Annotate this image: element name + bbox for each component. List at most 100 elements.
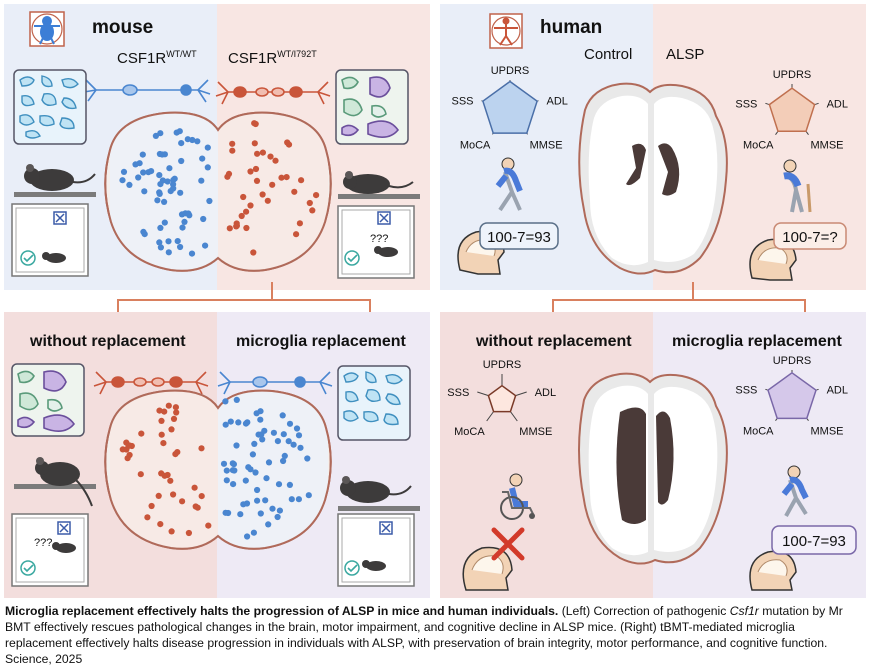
microglia-dot [189,136,196,144]
microglia-dot [164,178,171,185]
person-walking-recovered-icon [781,465,809,517]
microglia-dot [194,504,201,511]
microglia-dot [306,199,313,207]
test-text-alsp: 100-7=? [782,229,837,246]
microglia-dot [158,417,165,424]
radar-axis-label: ADL [535,387,556,399]
microglia-dot [160,440,167,447]
control-label: Control [584,46,632,63]
microglia-dot [141,188,148,195]
microglia-dot [243,224,250,232]
radar-axis-label: MoCA [743,426,774,438]
microglia-dot [148,502,155,510]
microglia-dot [158,470,165,477]
microglia-dot [295,496,302,503]
microglia-dot [264,197,271,204]
microglia-dot [226,225,233,232]
maze-test-untreated: ??? [11,513,89,587]
alsp-label: ALSP [666,46,704,63]
microglia-dot [243,500,251,507]
microglia-dot [156,172,163,179]
microglia-dot [181,218,188,225]
radar-chart-without: UPDRS ADL MMSE MoCA SSS [447,359,556,438]
microglia-dot [254,486,261,494]
radar-axis-label: MoCA [454,426,485,438]
microglia-dot [172,404,179,411]
microglia-dot [198,493,205,500]
radar-axis-label: MMSE [519,426,552,438]
microglia-dot [159,151,166,158]
microglia-dot [154,197,161,204]
microglia-dots-untreated [119,402,212,537]
microglia-dot [305,492,312,499]
microglia-dot [200,215,207,223]
radar-axis-label: ADL [827,98,848,110]
microglia-dot [229,467,236,474]
microglia-dot [247,202,254,209]
radar-axis-label: UPDRS [483,359,522,371]
human-without-label: without replacement [475,333,632,350]
microglia-dot [223,467,230,474]
confusion-marks-bottom: ??? [34,537,52,549]
microglia-dot [267,153,274,160]
wheelchair-icon [500,473,535,520]
microglia-dot [272,157,279,164]
genotype-wt-label: CSF1RWT/WT [117,49,197,67]
microglia-dot [165,402,172,409]
microglia-dot [161,198,168,205]
microglia-dot [156,407,163,414]
microglia-dot [285,141,293,148]
maze-test-replaced [337,513,415,587]
figure: mouse CSF1RWT/WT CSF1RWT/I792T [4,4,866,598]
microglia-dot [229,460,236,467]
microglia-dot [191,484,198,491]
vitruvian-man-icon [489,13,523,49]
microglia-dot [155,492,162,499]
microglia-dot [269,181,276,188]
microglia-dot [255,431,262,438]
microglia-dot [296,220,303,227]
microglia-dot [185,529,192,537]
microglia-dot [168,426,175,433]
microglia-dot [254,497,261,504]
microglia-dot [251,140,258,147]
microglia-dot [132,161,139,168]
microglia-dot [167,477,174,484]
microglia-dot [247,466,254,473]
microglia-dot [309,207,316,214]
microglia-dot [269,505,276,512]
microglia-dot [198,177,205,184]
microglia-dot [157,244,164,251]
microglia-dot [252,469,259,476]
microglia-dot [170,491,177,498]
microglia-dot [252,120,259,128]
radar-axis-label: UPDRS [773,355,812,367]
microglia-dot [168,528,175,535]
microglia-dot [291,188,298,195]
radar-axis-label: SSS [451,96,473,108]
human-title: human [540,17,602,38]
microglia-dot [250,529,257,536]
microglia-dot [293,231,300,238]
microglia-dot [229,147,236,154]
microglia-dots-healthy [119,128,213,257]
microglia-dot [227,418,234,425]
radar-axis-label: MoCA [743,140,774,152]
microglia-dot [174,449,181,456]
mouse-brain-bottom [104,389,332,550]
microglia-dot [135,174,142,181]
vitruvian-mouse-icon [29,11,65,47]
microglia-dot [159,177,166,184]
microglia-dot [204,144,211,151]
microglia-dot [144,514,151,521]
microglia-dot [139,151,146,158]
human-brain-bottom [578,372,728,565]
radar-axis-label: SSS [447,387,469,399]
microglia-dot [174,238,181,245]
microglia-dot [238,212,245,220]
microglia-dot [265,521,272,528]
microglia-dot [283,174,290,181]
microglia-dot [251,440,258,447]
microglia-dot [178,140,185,147]
microglia-dot [235,419,242,426]
